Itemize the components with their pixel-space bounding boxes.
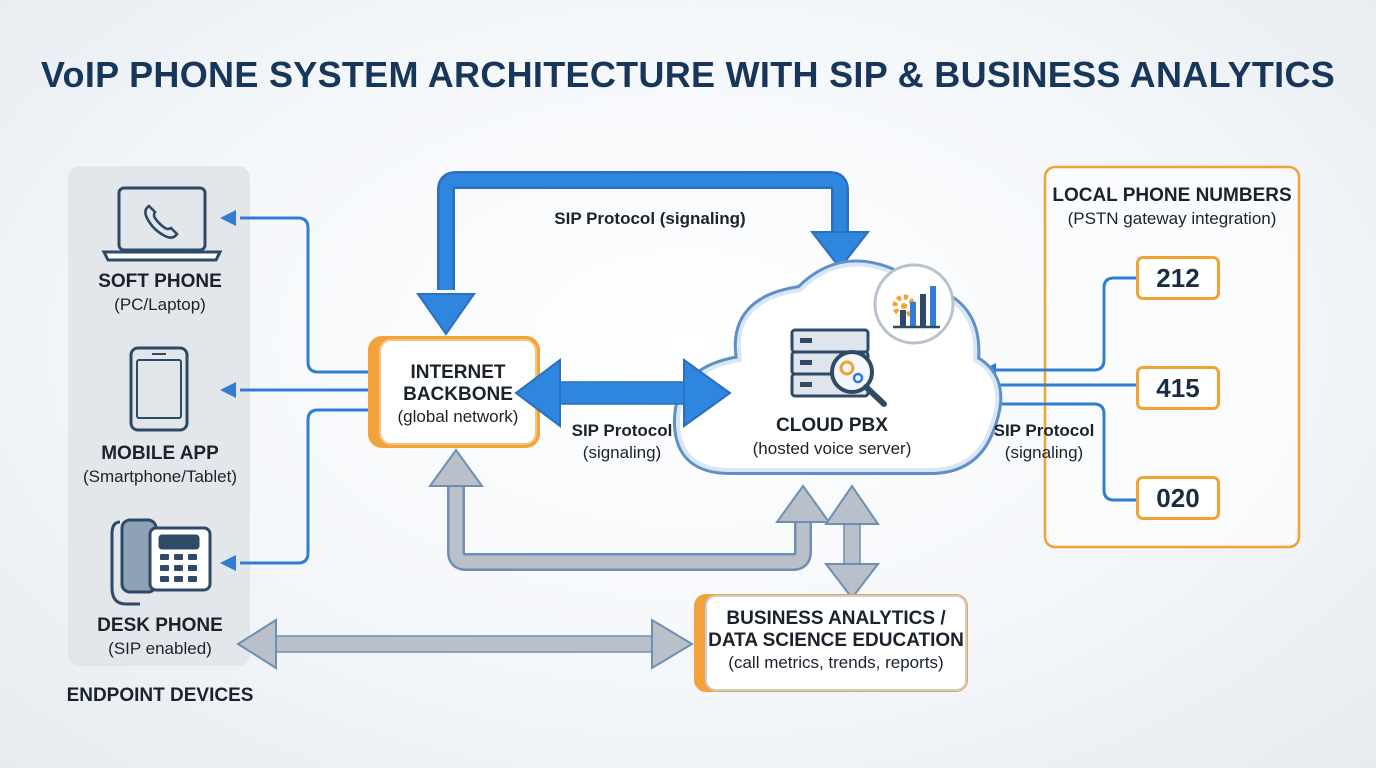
bottom-gray-arrow xyxy=(428,448,831,571)
middle-sip-main: SIP Protocol xyxy=(571,421,673,440)
number-connection-lines xyxy=(996,276,1136,502)
laptop-phone-icon xyxy=(101,186,223,262)
local-numbers-panel xyxy=(1043,165,1301,549)
right-sip-sub: (signaling) xyxy=(1004,443,1084,462)
top-sip-label: SIP Protocol (signaling) xyxy=(554,209,746,228)
analytics-line-2: DATA SCIENCE EDUCATION xyxy=(708,630,964,651)
endpoint-connection-lines xyxy=(240,216,370,565)
phone-number-212[interactable]: 212 xyxy=(1136,256,1220,300)
analytics-line-1: BUSINESS ANALYTICS / xyxy=(726,608,946,629)
backbone-label: INTERNET BACKBONE (global network) xyxy=(382,362,534,428)
middle-sip-sub: (signaling) xyxy=(582,443,662,462)
desk-analytics-arrow xyxy=(236,618,694,670)
internet-backbone-box xyxy=(368,336,540,448)
endpoint-devices-label: ENDPOINT DEVICES xyxy=(60,684,260,707)
desk-phone-name: DESK PHONE xyxy=(97,615,223,636)
right-sip-label: SIP Protocol (signaling) xyxy=(984,420,1104,464)
cloud-pbx-desc: (hosted voice server) xyxy=(752,439,912,458)
desk-phone-icon xyxy=(110,518,212,606)
desk-phone-desc: (SIP enabled) xyxy=(108,639,212,658)
analytics-label: BUSINESS ANALYTICS / DATA SCIENCE EDUCAT… xyxy=(708,608,964,674)
right-sip-main: SIP Protocol xyxy=(993,421,1095,440)
mobile-app-label: MOBILE APP (Smartphone/Tablet) xyxy=(70,442,250,488)
local-numbers-label: LOCAL PHONE NUMBERS (PSTN gateway integr… xyxy=(1048,184,1296,230)
endpoint-devices-title: ENDPOINT DEVICES xyxy=(66,685,254,706)
local-numbers-title: LOCAL PHONE NUMBERS xyxy=(1052,185,1292,206)
backbone-name-2: BACKBONE xyxy=(403,384,513,405)
phone-number-415[interactable]: 415 xyxy=(1136,366,1220,410)
local-numbers-desc: (PSTN gateway integration) xyxy=(1067,209,1277,228)
desk-phone-label: DESK PHONE (SIP enabled) xyxy=(78,614,242,660)
phone-number-020[interactable]: 020 xyxy=(1136,476,1220,520)
cloud-pbx-label: CLOUD PBX (hosted voice server) xyxy=(736,414,928,460)
middle-sip-label: SIP Protocol (signaling) xyxy=(560,420,684,464)
analytics-box xyxy=(694,594,968,692)
mobile-app-name: MOBILE APP xyxy=(101,443,219,464)
cloud-pbx-name: CLOUD PBX xyxy=(776,415,888,436)
analytics-gear-icon xyxy=(873,263,955,345)
backbone-desc: (global network) xyxy=(397,407,519,426)
soft-phone-desc: (PC/Laptop) xyxy=(114,295,206,314)
cloud-analytics-arrow xyxy=(823,484,881,600)
smartphone-icon xyxy=(129,346,189,432)
mobile-app-desc: (Smartphone/Tablet) xyxy=(82,467,238,486)
soft-phone-name: SOFT PHONE xyxy=(98,271,222,292)
soft-phone-label: SOFT PHONE (PC/Laptop) xyxy=(78,270,242,316)
analytics-desc: (call metrics, trends, reports) xyxy=(728,653,944,672)
page-title: VoIP PHONE SYSTEM ARCHITECTURE WITH SIP … xyxy=(40,54,1336,95)
top-sip-arrow xyxy=(416,171,871,336)
backbone-name: INTERNET xyxy=(410,362,506,383)
server-gear-icon xyxy=(790,328,887,407)
backbone-cloud-sip-arrow xyxy=(514,358,732,428)
endpoint-arrowheads xyxy=(220,210,236,571)
